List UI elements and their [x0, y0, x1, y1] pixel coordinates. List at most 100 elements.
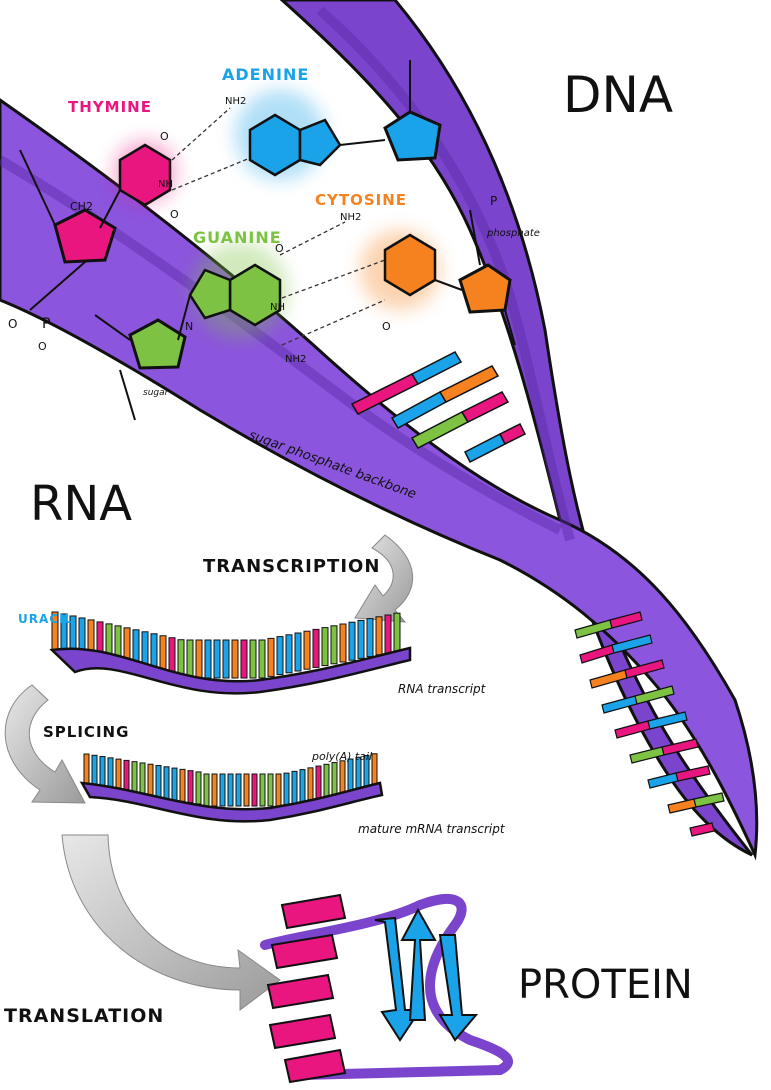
phosphorus-label-2: P — [490, 194, 497, 208]
transcription-arrow — [354, 534, 414, 623]
nucleotide-tooth — [231, 639, 239, 679]
protein-structure — [260, 893, 513, 1084]
nucleotide-tooth — [187, 770, 194, 804]
mature-mrna — [79, 753, 384, 823]
rna-transcript — [49, 611, 412, 695]
sugar-ring-pink — [53, 208, 117, 264]
nucleotide-tooth — [186, 639, 194, 679]
nucleotide-tooth — [131, 761, 138, 795]
poly-a-tail-label: poly(A) tail — [311, 750, 372, 763]
nucleotide-tooth — [285, 634, 293, 674]
nucleotide-tooth — [251, 773, 258, 807]
nucleotide-tooth — [323, 763, 330, 797]
nucleotide-tooth — [258, 639, 266, 679]
nucleotide-tooth — [307, 767, 314, 801]
phosphate-label: phosphate — [486, 228, 540, 239]
nucleotide-tooth — [375, 616, 383, 656]
rna-title: RNA — [30, 476, 132, 532]
sugar-ring-green — [128, 318, 187, 370]
thymine-nh-label: NH — [158, 179, 173, 190]
transcription-label: TRANSCRIPTION — [203, 556, 380, 577]
adenine-nh2-label: NH2 — [225, 96, 246, 107]
nucleotide-tooth — [371, 753, 378, 787]
nucleotide-tooth — [91, 754, 98, 788]
nucleotide-tooth — [235, 773, 242, 807]
uracil-label: URACIL — [18, 612, 73, 626]
guanine-nh2-label: NH2 — [285, 354, 306, 365]
nucleotide-tooth — [347, 758, 354, 792]
nucleotide-tooth — [283, 772, 290, 806]
dna-title: DNA — [563, 66, 673, 124]
nucleotide-tooth — [219, 773, 226, 807]
dna-base-rungs — [350, 351, 527, 464]
nucleotide-tooth — [204, 639, 212, 679]
thymine-o2-label: O — [160, 130, 169, 143]
nucleotide-tooth — [339, 623, 347, 663]
nucleotide-tooth — [339, 760, 346, 794]
nucleotide-tooth — [222, 639, 230, 679]
thymine-o-label: O — [170, 208, 179, 221]
nucleotide-tooth — [249, 639, 257, 679]
nucleotide-tooth — [123, 759, 130, 793]
nucleotide-tooth — [276, 636, 284, 676]
nucleotide-tooth — [299, 769, 306, 803]
guanine-nh-label: NH — [270, 302, 285, 313]
nucleotide-tooth — [203, 773, 210, 807]
dna-strand-left — [0, 98, 759, 861]
guanine-o-label: O — [275, 242, 284, 255]
nucleotide-tooth — [348, 621, 356, 661]
thymine-label: THYMINE — [68, 98, 152, 116]
sugar-ring-blue — [383, 110, 442, 162]
nucleotide-tooth — [213, 639, 221, 679]
nucleotide-tooth — [267, 773, 274, 807]
splicing-arrow — [4, 684, 86, 804]
nucleotide-tooth — [155, 765, 162, 799]
cytosine-o-label: O — [382, 320, 391, 333]
nucleotide-tooth — [321, 627, 329, 667]
nucleotide-tooth — [147, 763, 154, 797]
mature-mrna-label: mature mRNA transcript — [358, 822, 506, 836]
rna-backbone — [49, 646, 412, 695]
protein-beta-sheets — [374, 907, 479, 1042]
dna-strand-right — [279, 0, 754, 857]
nucleotide-tooth — [195, 771, 202, 805]
nucleotide-tooth — [171, 767, 178, 801]
splicing-label: SPLICING — [43, 723, 129, 741]
rna-transcript-label: RNA transcript — [398, 682, 487, 696]
nucleotide-tooth — [393, 612, 401, 652]
guanine-ring-2 — [188, 268, 232, 320]
ch2-label: CH2 — [70, 200, 93, 213]
nucleotide-tooth — [291, 770, 298, 804]
guanine-n-label: N — [185, 320, 193, 333]
nucleotide-tooth — [99, 756, 106, 790]
nucleotide-tooth — [211, 773, 218, 807]
nucleotide-tooth — [243, 773, 250, 807]
nucleotide-tooth — [331, 762, 338, 796]
translation-label: TRANSLATION — [4, 1005, 164, 1027]
nucleotide-tooth — [294, 632, 302, 672]
protein-title: PROTEIN — [518, 962, 693, 1008]
mrna-backbone — [79, 781, 384, 823]
sugar-label: sugar — [143, 388, 170, 398]
nucleotide-tooth — [303, 630, 311, 670]
phosphorus-label: P — [42, 316, 50, 332]
nucleotide-tooth — [115, 758, 122, 792]
nucleotide-tooth — [315, 765, 322, 799]
cytosine-nh2-label: NH2 — [340, 212, 361, 223]
nucleotide-tooth — [357, 619, 365, 659]
cytosine-label: CYTOSINE — [315, 191, 407, 209]
molecules: CH2 NH O O NH2 NH NH2 O N NH2 O P O O P — [8, 60, 516, 421]
nucleotide-tooth — [240, 639, 248, 679]
nucleotide-tooth — [275, 773, 282, 807]
nucleotide-tooth — [384, 614, 392, 654]
phosphate-o2-label: O — [38, 340, 47, 353]
nucleotide-tooth — [227, 773, 234, 807]
nucleotide-tooth — [366, 618, 374, 658]
nucleotide-tooth — [139, 762, 146, 796]
protein-alpha-helix — [266, 893, 347, 1084]
nucleotide-tooth — [179, 768, 186, 802]
nucleotide-tooth — [330, 625, 338, 665]
nucleotide-tooth — [163, 766, 170, 800]
nucleotide-tooth — [267, 637, 275, 677]
